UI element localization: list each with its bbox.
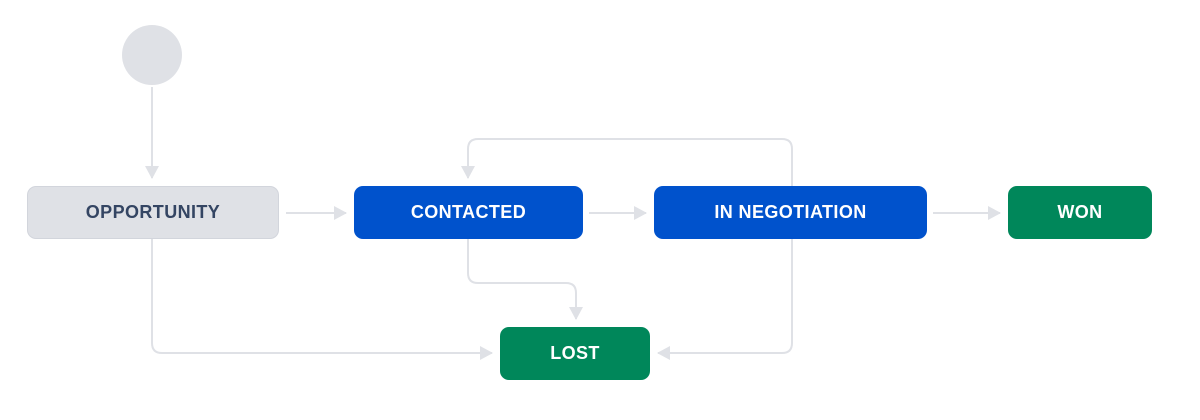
status-label: IN NEGOTIATION [714, 202, 867, 222]
status-node-contacted[interactable]: CONTACTED [354, 186, 583, 239]
status-node-opportunity[interactable]: OPPORTUNITY [27, 186, 279, 239]
status-node-in-negotiation[interactable]: IN NEGOTIATION [654, 186, 927, 239]
status-node-won[interactable]: WON [1008, 186, 1152, 239]
start-node-circle [122, 25, 182, 85]
edge-contacted-to-lost [467, 239, 583, 320]
status-label: WON [1057, 202, 1103, 222]
edge-in-negotiation-to-lost [657, 239, 793, 360]
status-label: OPPORTUNITY [85, 202, 221, 222]
status-node-lost[interactable]: LOST [500, 327, 650, 380]
edge-opportunity-to-lost [151, 239, 493, 360]
status-label: LOST [550, 343, 600, 363]
status-label: CONTACTED [410, 202, 527, 222]
edge-in-negotiation-to-contacted-loop [461, 138, 793, 186]
